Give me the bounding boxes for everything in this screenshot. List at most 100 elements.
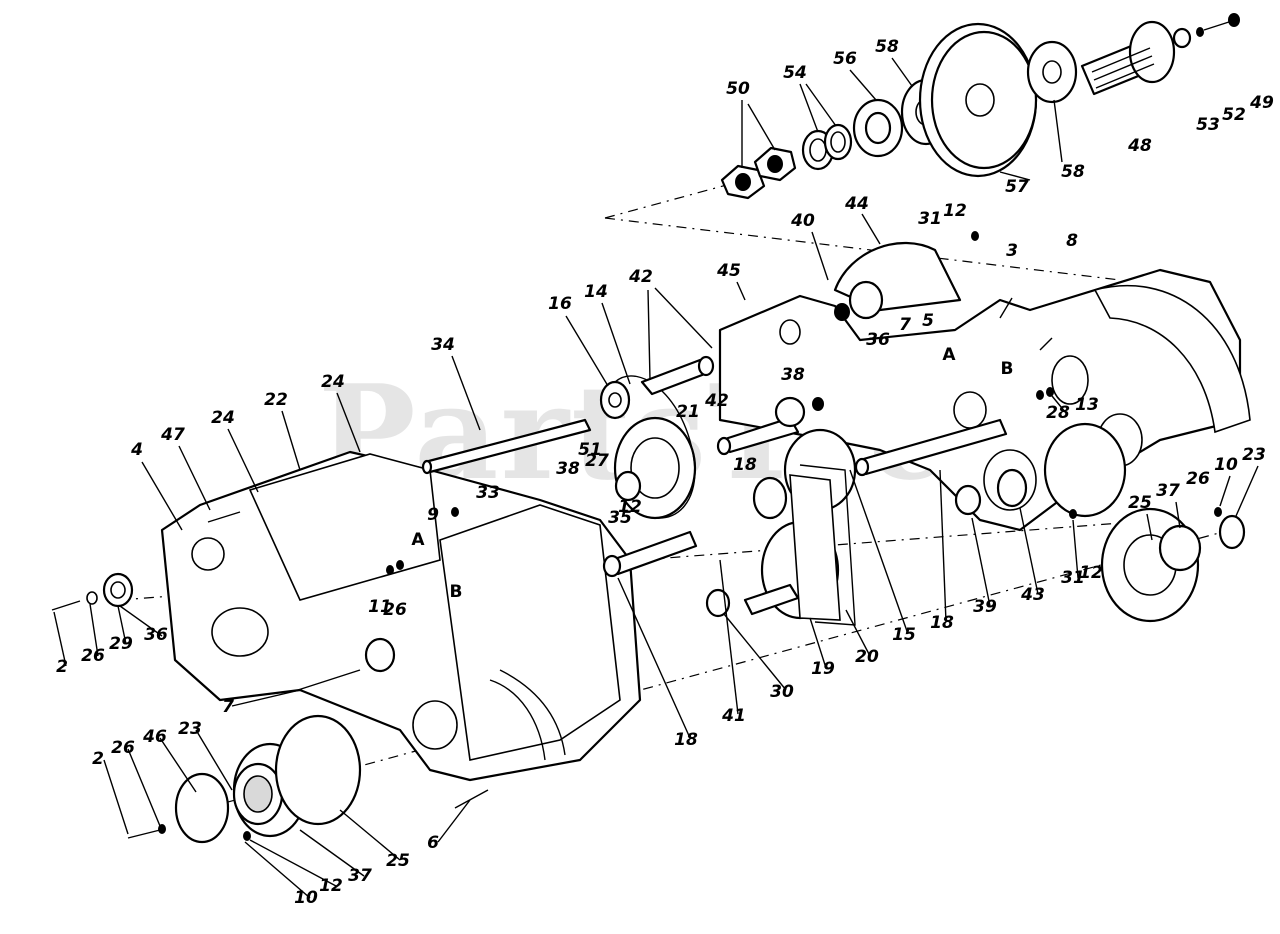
part-callout-12: 12 bbox=[1079, 563, 1103, 583]
part-callout-44: 44 bbox=[844, 194, 869, 214]
part-callout-33: 33 bbox=[476, 483, 500, 503]
collar-38a bbox=[774, 396, 824, 428]
part-callout-36: 36 bbox=[866, 330, 890, 350]
part-callout-23: 23 bbox=[178, 719, 202, 739]
part-callout-57: 57 bbox=[1005, 177, 1029, 197]
part-callout-19: 19 bbox=[811, 659, 835, 679]
part-callout-31: 31 bbox=[1061, 568, 1085, 588]
sprocket-19-chain-20 bbox=[743, 428, 857, 626]
part-callout-42: 42 bbox=[628, 267, 653, 287]
part-callout-38: 38 bbox=[781, 365, 805, 385]
spacer-54b bbox=[823, 123, 853, 161]
bolt-49 bbox=[1203, 13, 1240, 31]
part-callout-25: 25 bbox=[386, 851, 410, 871]
part-callout-16: 16 bbox=[548, 294, 572, 314]
part-callout-20: 20 bbox=[855, 647, 879, 667]
shaft-34 bbox=[421, 418, 592, 475]
part-callout-21: 21 bbox=[676, 402, 700, 422]
sprocket-35-and-chain-14 bbox=[613, 375, 697, 520]
part-callout-45: 45 bbox=[716, 261, 741, 281]
leader-lines bbox=[53, 57, 1259, 899]
left-hub-46-37-25 bbox=[127, 714, 362, 844]
part-callout-6: 6 bbox=[427, 833, 439, 853]
part-callout-47: 47 bbox=[160, 425, 185, 445]
part-callout-38: 38 bbox=[556, 459, 580, 479]
part-callout-18: 18 bbox=[674, 730, 698, 750]
lock-washer-52 bbox=[1196, 27, 1204, 37]
part-callout-12: 12 bbox=[618, 497, 642, 517]
part-callout-28: 28 bbox=[1046, 403, 1070, 423]
part-callout-26: 26 bbox=[1186, 469, 1210, 489]
bolts-and-studs bbox=[207, 231, 1054, 809]
right-flange-37-25 bbox=[1043, 422, 1246, 623]
part-callout-24: 24 bbox=[211, 408, 235, 428]
part-callout-40: 40 bbox=[790, 211, 815, 231]
part-callout-35: 35 bbox=[608, 508, 632, 528]
part-callout-9: 9 bbox=[427, 505, 439, 525]
part-callout-24: 24 bbox=[321, 372, 345, 392]
part-callout-37: 37 bbox=[348, 866, 372, 886]
part-callout-41: 41 bbox=[721, 706, 746, 726]
spacer-42b bbox=[716, 416, 800, 456]
part-callout-2: 2 bbox=[56, 657, 68, 677]
hex-nut-50b bbox=[753, 146, 797, 182]
part-callout-52: 52 bbox=[1222, 105, 1246, 125]
part-callout-54: 54 bbox=[783, 63, 807, 83]
cover-plate-44 bbox=[833, 241, 962, 321]
part-callout-14: 14 bbox=[584, 282, 608, 302]
shaft-48 bbox=[1080, 20, 1176, 96]
pulley-axis-line bbox=[604, 179, 746, 219]
part-callout-11: 11 bbox=[368, 597, 392, 617]
part-callout-26: 26 bbox=[383, 600, 407, 620]
part-callout-56: 56 bbox=[833, 49, 857, 69]
part-callout-49: 49 bbox=[1249, 93, 1274, 113]
part-callout-5: 5 bbox=[922, 311, 934, 331]
part-callout-58: 58 bbox=[875, 37, 899, 57]
part-callout-51: 51 bbox=[578, 440, 602, 460]
part-callout-23: 23 bbox=[1242, 445, 1266, 465]
part-callout-25: 25 bbox=[1128, 493, 1152, 513]
part-callout-46: 46 bbox=[142, 727, 167, 747]
pulley-assembly bbox=[720, 13, 1240, 200]
part-callout-10: 10 bbox=[294, 888, 318, 908]
bearing-39 bbox=[954, 484, 982, 516]
pulley-57 bbox=[918, 22, 1038, 178]
part-callout-42: 42 bbox=[704, 391, 729, 411]
part-callout-8: 8 bbox=[1066, 231, 1078, 251]
left-bearing-36-29 bbox=[51, 572, 134, 611]
reference-letter: A bbox=[942, 345, 956, 365]
spacer-41 bbox=[602, 530, 698, 578]
part-callout-34: 34 bbox=[431, 335, 455, 355]
washer-53 bbox=[1172, 27, 1192, 49]
left-housing-4 bbox=[160, 450, 642, 782]
part-callout-3: 3 bbox=[1006, 241, 1018, 261]
part-callout-30: 30 bbox=[770, 682, 794, 702]
part-callout-26: 26 bbox=[81, 646, 105, 666]
part-callout-18: 18 bbox=[733, 455, 757, 475]
part-callout-48: 48 bbox=[1127, 136, 1152, 156]
bearing-43 bbox=[996, 468, 1028, 508]
part-callout-43: 43 bbox=[1020, 585, 1045, 605]
washer-58b bbox=[1026, 40, 1078, 104]
part-callout-18: 18 bbox=[930, 613, 954, 633]
part-callout-58: 58 bbox=[1061, 162, 1085, 182]
part-callout-31: 31 bbox=[918, 209, 942, 229]
reference-letter: B bbox=[1001, 359, 1014, 379]
part-callout-10: 10 bbox=[1214, 455, 1238, 475]
part-callout-29: 29 bbox=[109, 634, 133, 654]
part-callout-2: 2 bbox=[92, 749, 104, 769]
reference-letter: B bbox=[450, 582, 463, 602]
part-callout-22: 22 bbox=[264, 390, 288, 410]
sprocket-16 bbox=[599, 380, 631, 420]
part-callout-27: 27 bbox=[585, 451, 609, 471]
shaft-18 bbox=[854, 418, 1008, 477]
washer-30 bbox=[705, 588, 731, 618]
part-callout-39: 39 bbox=[973, 597, 997, 617]
part-callout-15: 15 bbox=[892, 625, 916, 645]
part-callout-7: 7 bbox=[899, 315, 911, 335]
part-callout-12: 12 bbox=[943, 201, 967, 221]
part-callout-7: 7 bbox=[222, 697, 234, 717]
part-callout-26: 26 bbox=[111, 738, 135, 758]
